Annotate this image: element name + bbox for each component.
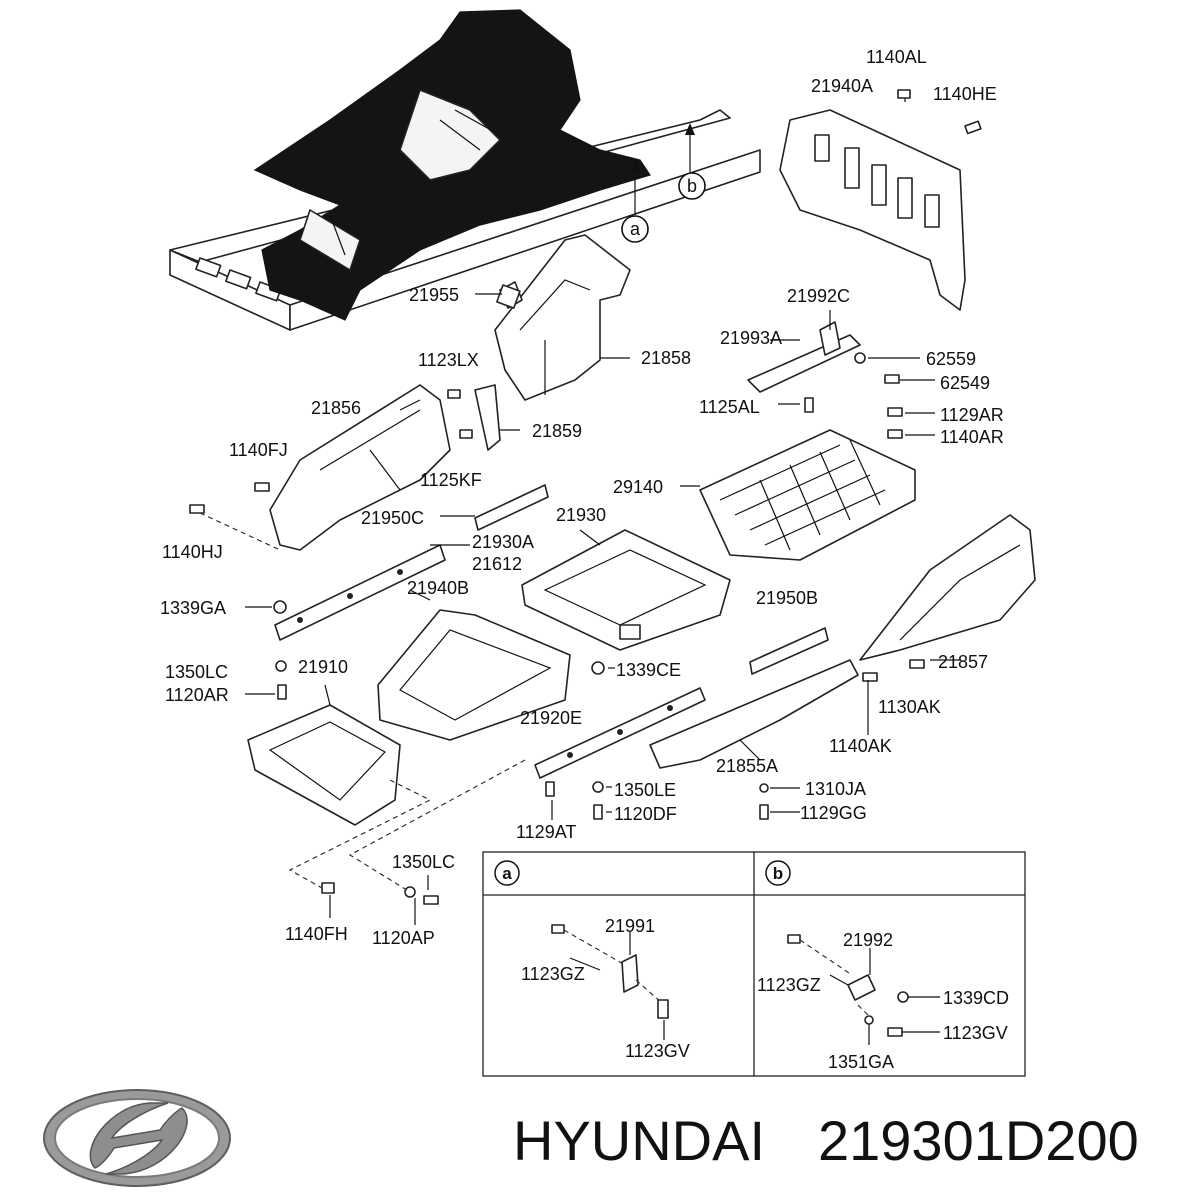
- callout: 1339GA: [160, 598, 226, 618]
- callout: 1125AL: [699, 397, 760, 417]
- rail-21930A: [274, 544, 446, 641]
- brand-name: HYUNDAI: [513, 1109, 765, 1172]
- ref-a-label: a: [630, 219, 641, 239]
- ref-marker-a: a: [621, 160, 649, 243]
- callout: 1129AR: [940, 405, 1004, 425]
- callout: 1350LE: [614, 780, 676, 800]
- part-number: 219301D200: [818, 1109, 1139, 1172]
- bracket-21993A: [747, 321, 861, 393]
- callout: 29140: [613, 477, 663, 497]
- detail-label: 21991: [605, 916, 655, 936]
- fasteners: [189, 284, 925, 905]
- callout: 1310JA: [805, 779, 866, 799]
- callout: 1140HJ: [162, 542, 223, 562]
- callout: 21856: [311, 398, 361, 418]
- callout: 21955: [409, 285, 459, 305]
- callout: 1129GG: [800, 803, 867, 823]
- callout: 21859: [532, 421, 582, 441]
- detail-a: a 21991 1123GZ 1123GV: [494, 860, 690, 1061]
- callout: 1130AK: [878, 697, 941, 717]
- callout: 21910: [298, 657, 348, 677]
- detail-label: 1123GZ: [757, 975, 821, 995]
- ref-marker-b: b: [678, 123, 706, 200]
- detail-a-marker: a: [502, 864, 512, 883]
- plate-21950C: [474, 484, 549, 531]
- detail-b-marker: b: [773, 864, 783, 883]
- bracket-21856: [269, 384, 501, 551]
- callout: 21993A: [720, 328, 782, 348]
- panel-21940A: [779, 89, 982, 311]
- tray-21940B: [377, 609, 571, 741]
- frame-floor-assembly: [169, 9, 761, 331]
- callout: 62549: [940, 373, 990, 393]
- callout: 21940B: [407, 578, 469, 598]
- callout: 1140AK: [829, 736, 892, 756]
- brand-text: HYUNDAI 219301D200: [513, 1109, 1139, 1172]
- callout: 1120AR: [165, 685, 229, 705]
- detail-b: b 21992 1123GZ 1339CD 1123GV 1351GA: [757, 860, 1009, 1072]
- callout: 21930A: [472, 532, 534, 552]
- callout: 1129AT: [516, 822, 576, 842]
- callout: 21930: [556, 505, 606, 525]
- callout-labels: 1140AL 21940A 1140HE 21955 21858 21992C …: [160, 47, 1004, 948]
- member-21855A: [649, 659, 859, 769]
- leader-lines: [199, 293, 960, 925]
- callout: 21855A: [716, 756, 778, 776]
- callout: 1350LC: [165, 662, 228, 682]
- detail-label: 1123GV: [625, 1041, 690, 1061]
- tray-21930: [521, 529, 731, 651]
- callout: 21920E: [520, 708, 582, 728]
- callout: 1140AL: [866, 47, 927, 67]
- detail-label: 1351GA: [828, 1052, 894, 1072]
- callout: 62559: [926, 349, 976, 369]
- detail-box: [482, 851, 1026, 1077]
- callout: 21950C: [361, 508, 424, 528]
- detail-label: 1123GV: [943, 1023, 1008, 1043]
- callout: 1140AR: [940, 427, 1004, 447]
- callout: 1140HE: [933, 84, 997, 104]
- tray-21910: [247, 704, 401, 826]
- callout: 21950B: [756, 588, 818, 608]
- hyundai-logo: [43, 1089, 231, 1187]
- callout: 1140FH: [285, 924, 348, 944]
- callout: 21857: [938, 652, 988, 672]
- callout: 1350LC: [392, 852, 455, 872]
- callout: 21992C: [787, 286, 850, 306]
- callout: 1125KF: [420, 470, 482, 490]
- callout: 1120DF: [614, 804, 677, 824]
- callout: 21858: [641, 348, 691, 368]
- detail-label: 1339CD: [943, 988, 1009, 1008]
- callout: 21612: [472, 554, 522, 574]
- detail-label: 1123GZ: [521, 964, 585, 984]
- bracket-21858: [494, 234, 631, 401]
- rail-21920E: [534, 687, 706, 779]
- detail-label: 21992: [843, 930, 893, 950]
- callout: 1123LX: [418, 350, 479, 370]
- member-21857: [859, 514, 1036, 661]
- callout: 21940A: [811, 76, 873, 96]
- callout: 1339CE: [616, 660, 681, 680]
- callout: 1140FJ: [229, 440, 288, 460]
- callout: 1120AP: [372, 928, 435, 948]
- plate-21950B: [749, 627, 829, 675]
- ref-b-label: b: [687, 176, 697, 196]
- tray-29140: [699, 429, 916, 561]
